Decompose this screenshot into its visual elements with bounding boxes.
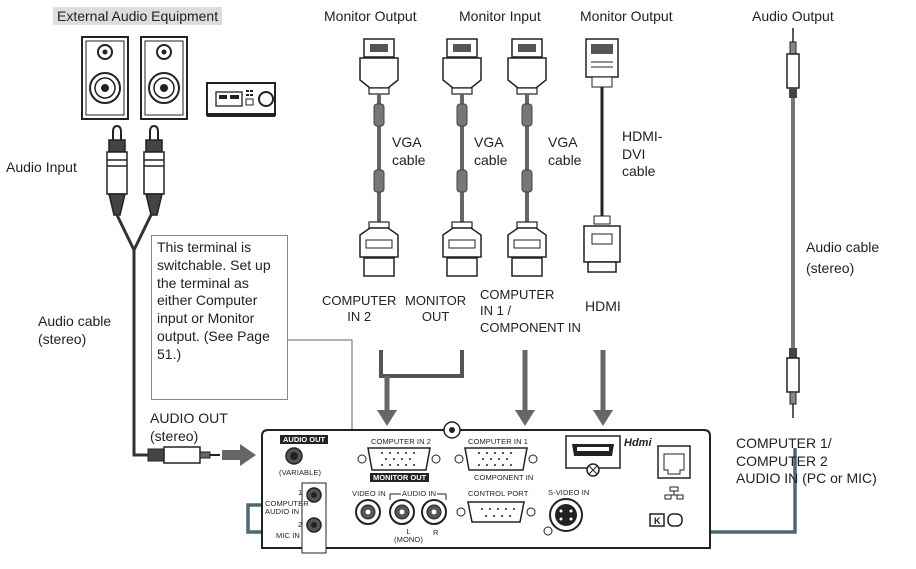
panel-component-in-label: COMPONENT IN	[474, 473, 534, 482]
mini-jack-plug-icon	[147, 446, 220, 464]
hdmi-dvi-cable	[583, 38, 621, 273]
audio-output-label: Audio Output	[752, 8, 834, 24]
panel-control-port-label: CONTROL PORT	[468, 489, 529, 498]
monitor-input-label: Monitor Input	[459, 8, 541, 24]
audio-out-stereo-label: AUDIO OUT (stereo)	[150, 410, 228, 444]
panel-audio-in-label: AUDIO IN	[401, 489, 438, 498]
panel-r-label: R	[433, 528, 439, 537]
vga-cable-label-1: VGA cable	[392, 134, 426, 168]
panel-video-in-label: VIDEO IN	[352, 489, 386, 498]
hdmi-logo: Hdmi	[624, 437, 652, 449]
rca-plug-right-icon	[143, 124, 165, 216]
amplifier-icon	[206, 82, 276, 117]
external-audio-equipment-label: External Audio Equipment	[53, 7, 223, 25]
computer-in-2-label: COMPUTER IN 2	[322, 293, 397, 325]
panel-audio-out-badge: AUDIO OUT	[280, 435, 329, 444]
arrow-to-audio-out	[222, 444, 256, 466]
panel-variable-label: (VARIABLE)	[279, 468, 322, 477]
audio-cable-right-label: Audio cable (stereo)	[806, 239, 880, 276]
panel-monitor-out-badge: MONITOR OUT	[370, 473, 430, 482]
speaker-left-icon	[81, 36, 129, 120]
vga-cable-1	[359, 38, 399, 277]
monitor-output-label-2: Monitor Output	[580, 8, 673, 24]
panel-computer-in-1-label: COMPUTER IN 1	[468, 437, 529, 446]
arrow-hdmi	[593, 350, 613, 426]
panel-computer-audio-in-label: COMPUTER AUDIO IN	[265, 499, 309, 517]
monitor-output-label-1: Monitor Output	[324, 8, 417, 24]
panel-num-1-label: 1	[298, 488, 303, 497]
vga-cable-3	[507, 38, 547, 277]
arrow-computer-in2	[377, 376, 397, 426]
hdmi-label: HDMI	[585, 298, 621, 314]
switchable-terminal-note: This terminal is switchable. Set up the …	[151, 235, 288, 400]
vga-cable-label-3: VGA cable	[548, 134, 582, 168]
audio-y-cable	[115, 214, 153, 457]
panel-computer-in-2-label: COMPUTER IN 2	[371, 437, 432, 446]
panel-mic-in-label: MIC IN	[276, 531, 300, 540]
panel-s-video-in-label: S-VIDEO IN	[548, 488, 590, 497]
panel-l-mono-label: L (MONO)	[394, 527, 423, 545]
vga-cable-2	[442, 38, 482, 277]
audio-cable-left-label: Audio cable (stereo)	[38, 313, 112, 347]
speaker-right-icon	[140, 36, 188, 120]
computer-in-1-component-in-label: COMPUTER IN 1 / COMPONENT IN	[480, 287, 581, 335]
rca-plug-left-icon	[106, 124, 128, 216]
stereo-audio-cable-right	[786, 28, 800, 418]
svg-text:K: K	[654, 516, 661, 526]
arrow-computer-in1	[515, 350, 535, 426]
bracket-computer-in2-monitor-out	[379, 350, 464, 378]
audio-input-label: Audio Input	[6, 159, 77, 175]
projector-panel: K	[261, 421, 711, 554]
hdmi-dvi-cable-label: HDMI- DVI cable	[622, 128, 663, 179]
audio-in-return-line	[246, 448, 797, 534]
vga-cable-label-2: VGA cable	[474, 134, 508, 168]
panel-num-2-label: 2	[298, 520, 303, 529]
computer-audio-in-label: COMPUTER 1/ COMPUTER 2 AUDIO IN (PC or M…	[736, 435, 877, 486]
monitor-out-label: MONITOR OUT	[405, 293, 467, 325]
